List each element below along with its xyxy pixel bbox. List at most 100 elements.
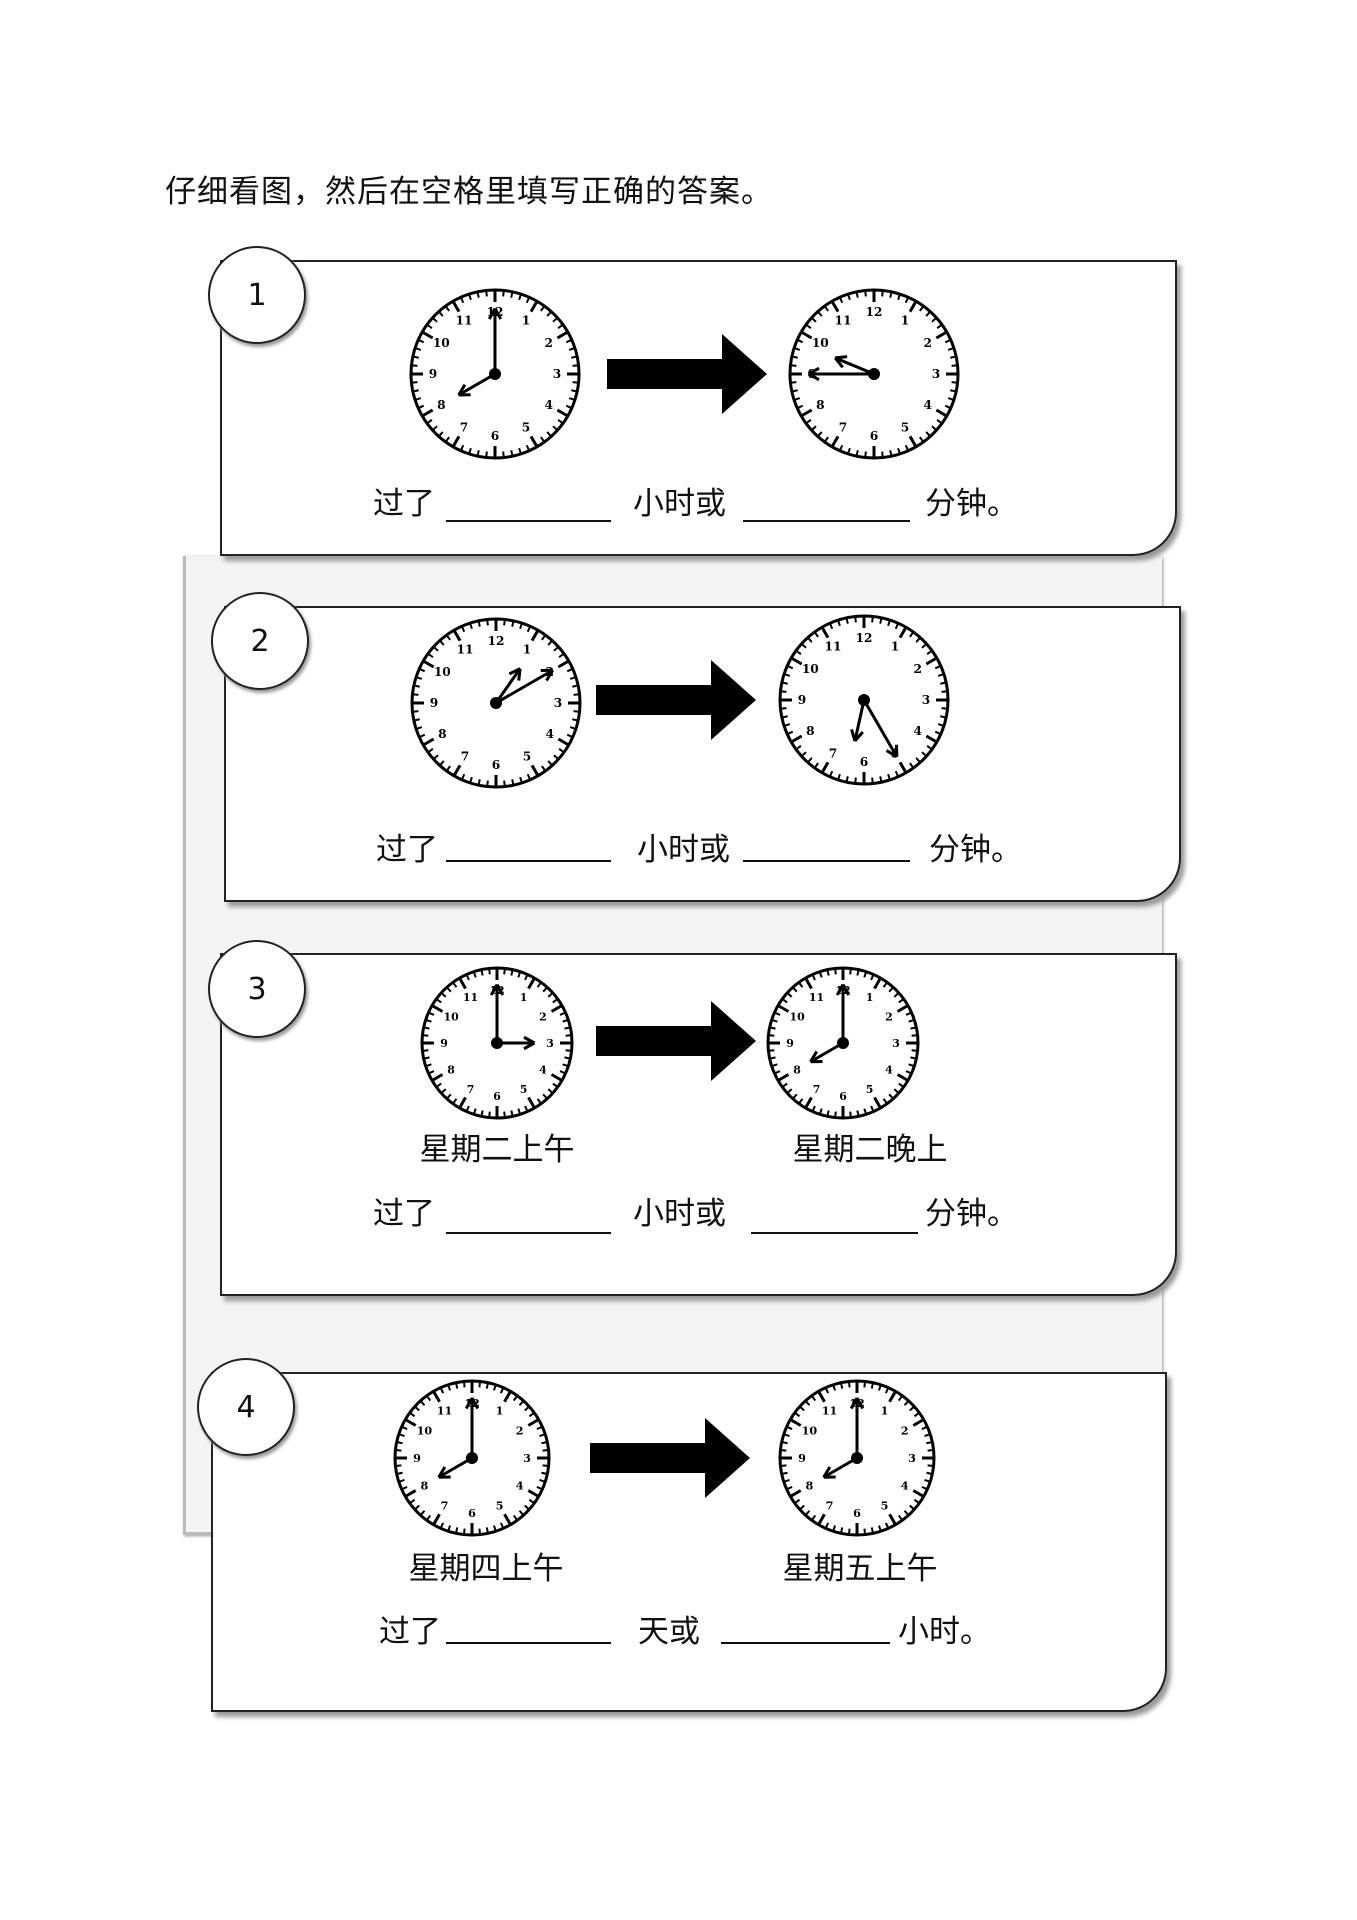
clock-tick [511, 779, 515, 786]
minute-hand-head [835, 983, 845, 996]
clock-tick [781, 998, 788, 1004]
clock-numeral: 1 [496, 1403, 504, 1417]
hours-blank[interactable] [446, 1232, 611, 1234]
start-day-label: 星期二上午 [419, 1132, 575, 1168]
minute-hand-head [487, 307, 497, 320]
hours-blank[interactable] [721, 1642, 890, 1644]
clock-tick [913, 1411, 920, 1418]
clock-tick [887, 773, 891, 781]
hour-hand [822, 1456, 858, 1479]
arrow-right-icon [590, 1418, 750, 1498]
clock-numeral: 3 [892, 1037, 900, 1050]
clock-tick [428, 1011, 435, 1016]
clock-tick [893, 992, 900, 998]
question-number: 4 [197, 1358, 295, 1456]
clock-tick [395, 1448, 402, 1452]
minutes-blank[interactable] [751, 1232, 918, 1234]
hour-hand-head [457, 383, 467, 396]
clock-tick [777, 1004, 790, 1013]
clock-tick [896, 1004, 909, 1013]
clock-tick [905, 1070, 912, 1075]
clock-numeral: 3 [922, 693, 930, 707]
clock-tick [459, 296, 465, 304]
clock-tick [893, 1088, 900, 1094]
clock-numeral: 7 [813, 1083, 821, 1096]
clock-tick [804, 1096, 813, 1109]
hours-blank[interactable] [446, 860, 611, 862]
clock-tick [849, 1111, 852, 1118]
clock-tick [915, 636, 921, 643]
clock-tick [553, 646, 560, 652]
clock-tick [795, 649, 802, 655]
clock-tick [476, 450, 480, 457]
hour-hand [809, 1041, 844, 1064]
clock-tick [800, 408, 813, 418]
clock-tick [439, 760, 445, 767]
clock-tick [931, 317, 938, 323]
clock-tick [542, 986, 548, 993]
clock-tick [425, 1395, 432, 1402]
answer-text: 小时或 [637, 832, 730, 868]
clock-tick [550, 1073, 563, 1082]
answer-text: 过了 [379, 1614, 441, 1650]
days-blank[interactable] [446, 1642, 611, 1644]
clock-tick [469, 622, 473, 630]
clock-tick [935, 330, 948, 340]
clock-numeral: 7 [441, 1499, 449, 1513]
clock-tick [415, 676, 423, 680]
clock-tick [412, 389, 419, 393]
clock-tick [439, 1522, 445, 1529]
clock-tick [556, 330, 569, 340]
clock-tick [888, 986, 894, 993]
clock-tick [529, 300, 539, 313]
clock-tick [837, 773, 841, 781]
clock-tick [565, 338, 573, 344]
hour-hand-head [850, 729, 857, 742]
clock-tick [913, 1498, 920, 1505]
answer-text: 小时或 [633, 486, 726, 522]
clock-tick [415, 726, 423, 730]
clock-tick [780, 690, 787, 693]
clock-tick [950, 389, 957, 393]
clock-tick [786, 992, 793, 998]
clock-tick [847, 1528, 851, 1535]
clock-tick [909, 762, 915, 769]
clock-tick [786, 1088, 793, 1094]
clock-tick [810, 317, 817, 323]
clock-tick [480, 969, 484, 976]
clock-tick [909, 1504, 915, 1511]
clock-tick [503, 968, 506, 975]
clock-tick [426, 419, 433, 425]
clock-tick [499, 1387, 505, 1394]
clock-tick [813, 762, 819, 769]
clock-tick [485, 451, 488, 458]
clock-tick [472, 971, 477, 978]
clock-tick [425, 1514, 432, 1521]
hour-hand-head [508, 667, 521, 676]
clock-tick [568, 347, 576, 351]
clock-tick [937, 723, 945, 727]
clock-tick [431, 1004, 444, 1013]
clock-tick [921, 1425, 928, 1431]
clock-tick [783, 723, 791, 727]
clock-tick [460, 773, 466, 781]
clock-tick [547, 639, 553, 646]
clock-tick [897, 293, 901, 301]
clock-tick [468, 293, 472, 301]
clock-tick [421, 330, 434, 340]
minutes-blank[interactable] [743, 520, 910, 522]
hours-blank[interactable] [446, 520, 611, 522]
clock-numeral: 9 [429, 367, 437, 381]
clock-numeral: 9 [413, 1451, 421, 1465]
clock-tick [472, 1108, 477, 1115]
clock-tick [414, 397, 422, 401]
clock-tick [813, 631, 819, 638]
minutes-blank[interactable] [743, 860, 910, 862]
hour-hand-head [437, 1466, 447, 1479]
clock-numeral: 7 [460, 421, 468, 435]
clock-numeral: 10 [444, 1011, 460, 1024]
answer-text: 分钟。 [929, 832, 1022, 868]
answer-text: 小时或 [633, 1196, 726, 1232]
clock-tick [557, 659, 570, 669]
clock-tick [771, 1063, 778, 1068]
